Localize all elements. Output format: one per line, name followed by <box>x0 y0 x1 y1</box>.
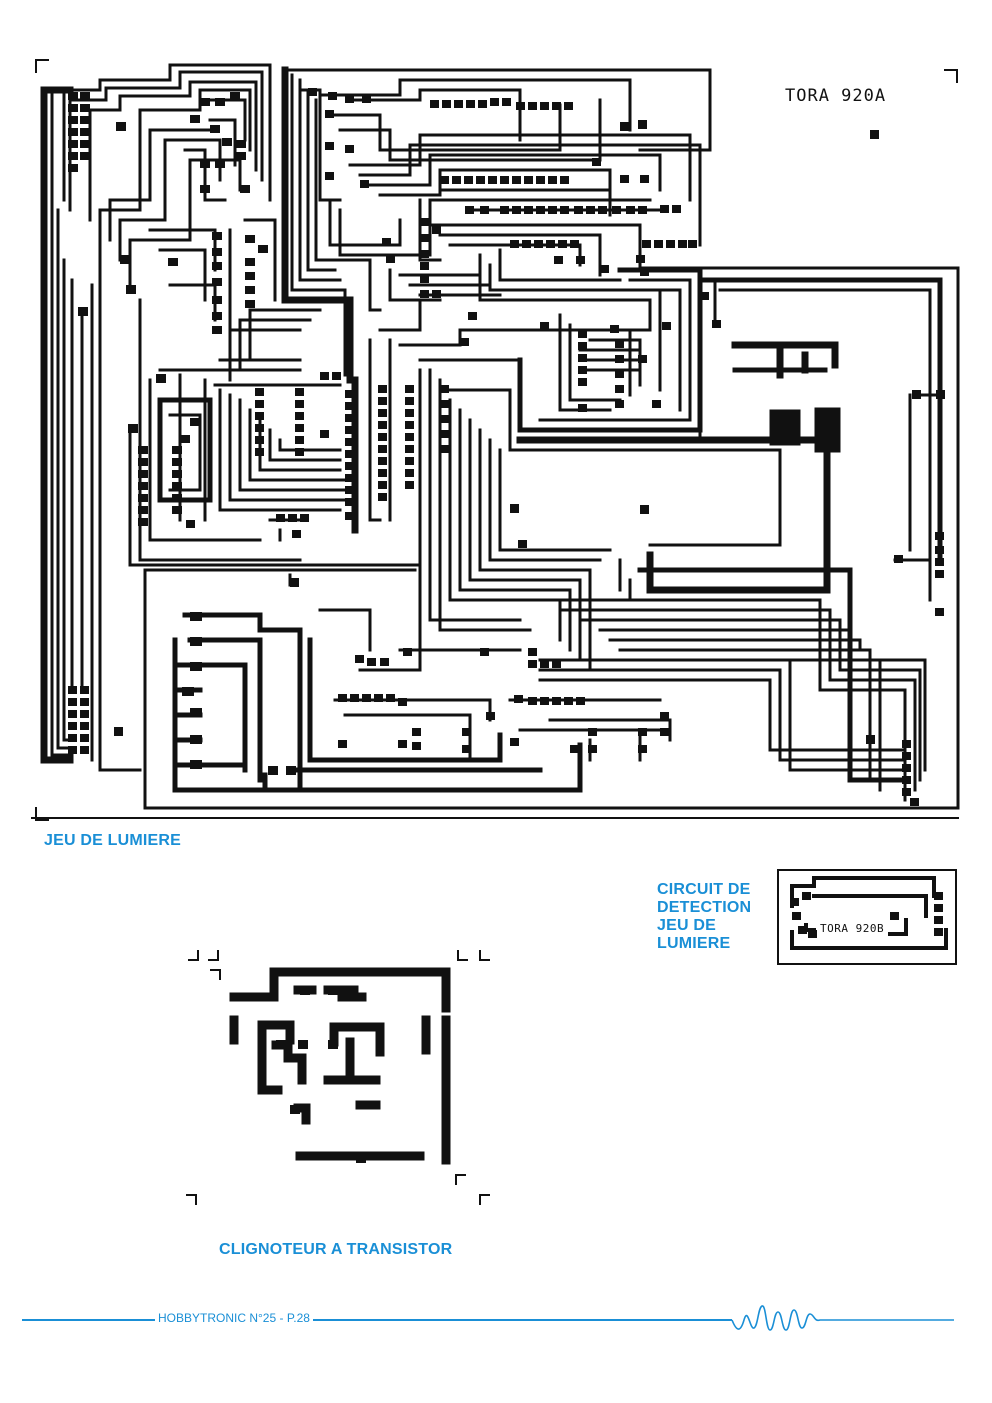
caption-detection-line-2: DETECTION <box>657 899 752 916</box>
pcb-layout-jeu-de-lumiere <box>31 59 960 821</box>
caption-jeu-de-lumiere: JEU DE LUMIERE <box>44 832 182 849</box>
caption-detection-line-4: LUMIERE <box>657 935 731 952</box>
board-label-main: TORA 920A <box>785 86 887 106</box>
footer-rule-right <box>322 1319 732 1321</box>
caption-clignoteur: CLIGNOTEUR A TRANSISTOR <box>219 1241 453 1258</box>
caption-detection-line-1: CIRCUIT DE <box>657 881 751 898</box>
caption-detection: CIRCUIT DE DETECTION JEU DE LUMIERE <box>657 881 751 953</box>
signal-waveform-icon <box>731 1305 954 1331</box>
pcb-layout-detection <box>777 869 957 965</box>
board-label-detection: TORA 920B <box>820 922 885 935</box>
footer-page-ref: HOBBYTRONIC N°25 - P.28 <box>155 1311 313 1325</box>
caption-detection-line-3: JEU DE <box>657 917 716 934</box>
pcb-layout-clignoteur <box>186 950 490 1205</box>
